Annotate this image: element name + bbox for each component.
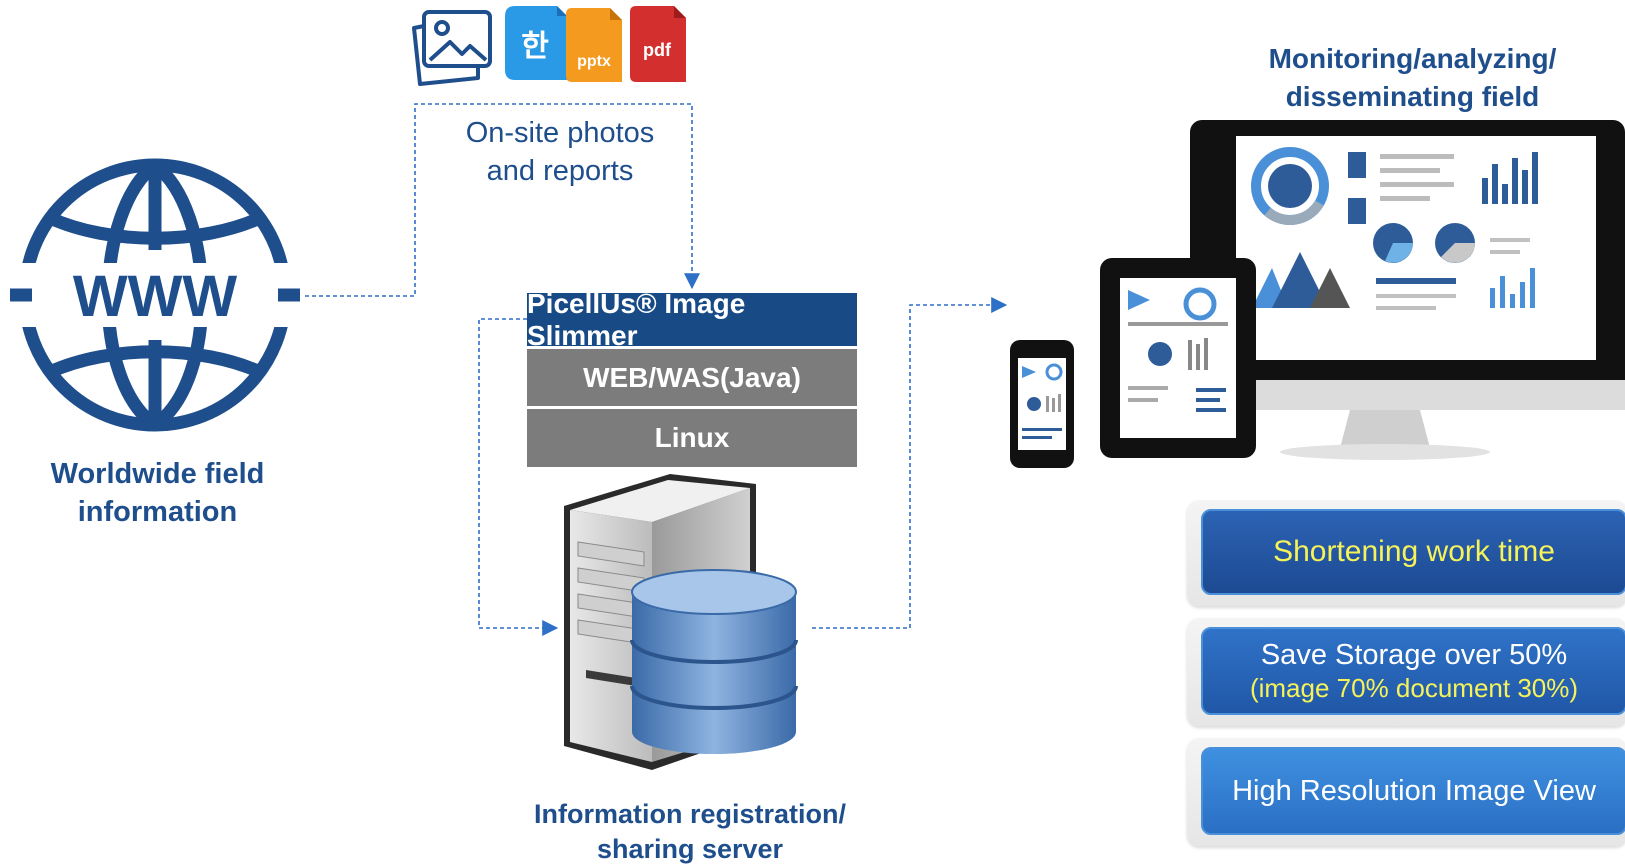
database-icon [630, 569, 798, 754]
benefit-resolution: High Resolution Image View [1201, 747, 1625, 835]
hangul-glyph: 한 [521, 29, 549, 64]
benefit-storage-card: Save Storage over 50% (image 70% documen… [1187, 618, 1625, 726]
benefit-work-time: Shortening work time [1201, 509, 1625, 595]
benefit-resolution-label: High Resolution Image View [1232, 774, 1596, 807]
tablet-icon [1100, 258, 1256, 458]
hangul-doc-icon: 한 [505, 6, 567, 80]
phone-icon [1010, 340, 1074, 468]
files-caption: On-site photos and reports [440, 114, 680, 190]
stack-web-layer: WEB/WAS(Java) [527, 349, 857, 406]
pptx-icon: pptx [566, 8, 622, 82]
stack-to-server-connector [478, 318, 559, 636]
image-icon [412, 10, 492, 86]
benefit-work-time-card: Shortening work time [1187, 500, 1625, 606]
globe-caption: Worldwide field information [20, 455, 295, 531]
server-to-devices-connector [812, 297, 1008, 629]
server-caption-line2: sharing server [596, 834, 784, 864]
globe-caption-line2: information [77, 496, 238, 528]
server-caption: Information registration/ sharing server [530, 797, 850, 867]
stack-slimmer-layer: PicellUs® Image Slimmer [527, 288, 857, 351]
globe-to-files-connector [305, 103, 700, 297]
files-caption-line1: On-site photos [465, 117, 655, 149]
files-caption-line2: and reports [486, 155, 634, 187]
benefit-work-time-label: Shortening work time [1273, 535, 1555, 568]
globe-www-label: WWW [73, 264, 237, 329]
pdf-label: pdf [643, 40, 672, 60]
stack-os-layer: Linux [527, 409, 857, 467]
server-icon [564, 474, 798, 770]
server-caption-line1: Information registration/ [533, 799, 847, 829]
pptx-label: pptx [577, 53, 611, 70]
globe-caption-line1: Worldwide field [50, 458, 265, 490]
devices-illustration [1010, 120, 1625, 468]
desktop-monitor-icon [1190, 120, 1625, 460]
monitor-caption-line1: Monitoring/analyzing/ [1268, 43, 1557, 74]
benefit-resolution-card: High Resolution Image View [1187, 738, 1625, 846]
pdf-icon: pdf [630, 6, 686, 82]
benefit-storage-line2: (image 70% document 30%) [1249, 673, 1579, 703]
benefit-storage-line1: Save Storage over 50% [1260, 639, 1568, 671]
benefit-storage: Save Storage over 50% (image 70% documen… [1201, 627, 1625, 715]
globe-icon: WWW [10, 158, 300, 432]
